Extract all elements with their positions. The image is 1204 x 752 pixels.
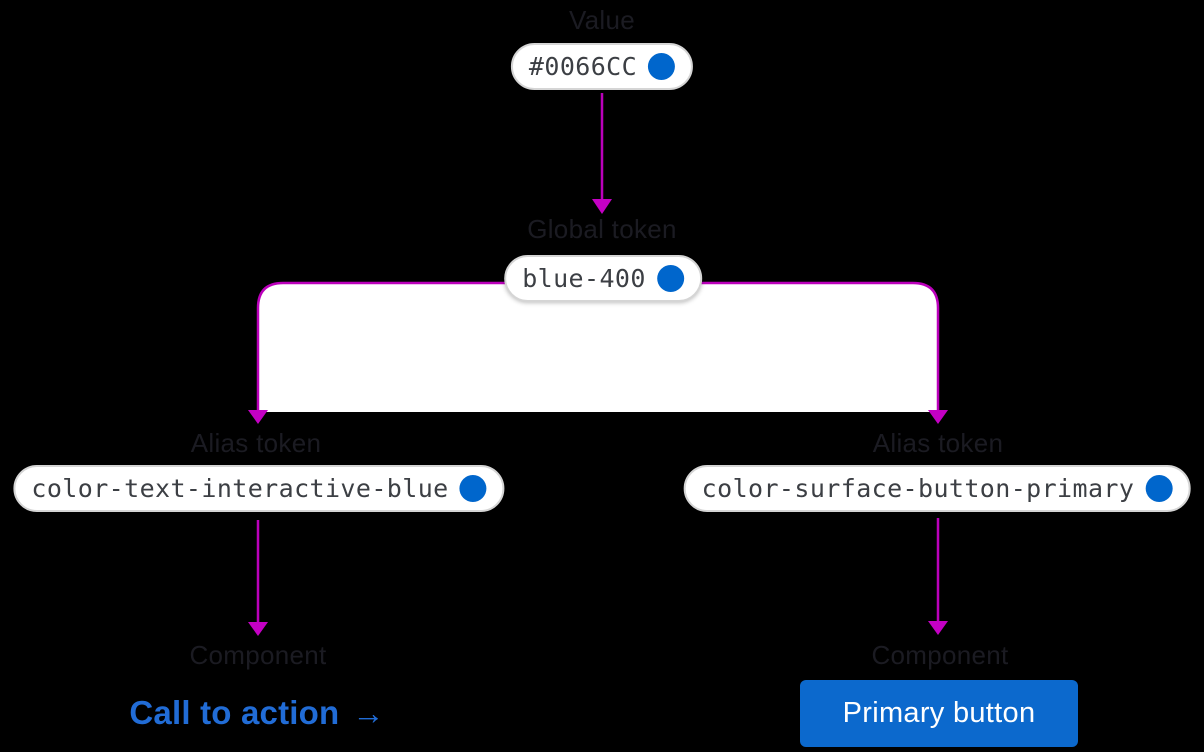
color-swatch-icon xyxy=(656,265,684,292)
color-swatch-icon xyxy=(648,53,676,80)
alias-token-left-level-label: Alias token xyxy=(190,428,322,458)
primary-button-label: Primary button xyxy=(842,697,1036,729)
alias-token-right-pill: color-surface-button-primary xyxy=(683,465,1191,512)
value-token-pill: #0066CC xyxy=(510,43,694,90)
call-to-action-link[interactable]: Call to action → xyxy=(129,694,384,732)
alias-token-left-pill: color-text-interactive-blue xyxy=(13,465,505,512)
component-right-level-label: Component xyxy=(871,640,1009,670)
component-left-level-label: Component xyxy=(189,640,327,670)
arrow-alias-right-to-component-head xyxy=(928,621,948,635)
color-swatch-icon xyxy=(459,475,487,502)
primary-button[interactable]: Primary button xyxy=(800,680,1078,747)
arrow-global-to-alias-right-head xyxy=(928,410,948,424)
color-swatch-icon xyxy=(1145,475,1173,502)
call-to-action-label: Call to action xyxy=(129,694,340,731)
value-token-text: #0066CC xyxy=(528,52,638,81)
arrow-right-icon: → xyxy=(352,694,385,731)
value-level-label: Value xyxy=(568,5,636,35)
global-token-level-label: Global token xyxy=(527,214,677,244)
arrow-value-to-global-head xyxy=(592,199,612,214)
branch-fill xyxy=(258,283,938,412)
alias-token-right-text: color-surface-button-primary xyxy=(701,474,1135,503)
global-token-pill: blue-400 xyxy=(504,255,702,302)
arrow-global-to-alias-left-head xyxy=(248,410,268,424)
alias-token-left-text: color-text-interactive-blue xyxy=(31,474,449,503)
arrow-alias-left-to-component-head xyxy=(248,622,268,636)
global-token-text: blue-400 xyxy=(522,264,646,293)
alias-token-right-level-label: Alias token xyxy=(872,428,1004,458)
